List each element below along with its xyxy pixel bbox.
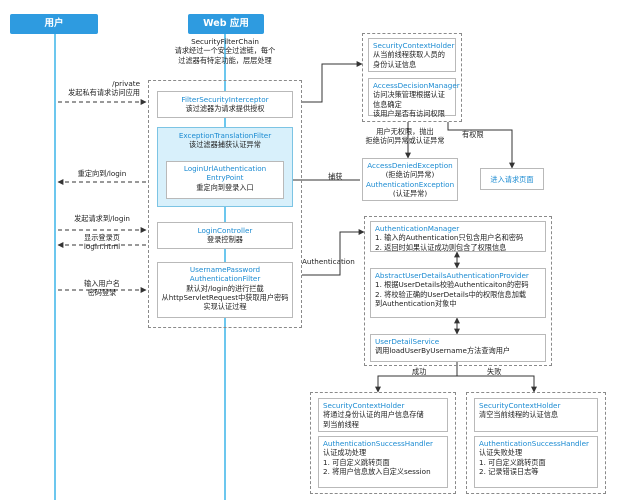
success-handler-line1: 1. 可自定义跳转页面 [323, 457, 390, 467]
authentication-manager: AuthenticationManager 1. 输入的Authenticati… [370, 221, 546, 252]
uds-desc: 调用loadUserByUsername方法查询用户 [375, 346, 511, 356]
label-authentication: Authentication [302, 257, 355, 266]
enter-page-text: 进入请求页面 [490, 175, 534, 184]
provider-title-part1: AbstractUserDetails [375, 271, 447, 280]
label-send-login: 发起请求到/login [74, 214, 130, 223]
failure-security-context-holder: SecurityContextHolder 清空当前线程的认证信息 [474, 398, 598, 432]
failure-sch-title: SecurityContextHolder [479, 401, 561, 410]
success-sch-desc-line1: 将通过身份认证的用户信息存储 [323, 410, 424, 420]
label-no-perm-line2: 拒绝访问异常或认证异常 [365, 136, 445, 146]
label-input-line2: 密码登录 [87, 288, 117, 298]
auth-manager-title: AuthenticationManager [375, 224, 460, 233]
access-check-group [362, 33, 462, 122]
chain-desc-line1: 请求经过一个安全过滤链，每个 [174, 46, 276, 56]
entry-title-line2: EntryPoint [206, 173, 244, 183]
upaf-desc-line1: 默认对/login的进行拦截 [186, 283, 264, 293]
label-private-desc: 发起私有请求访问应用 [68, 88, 140, 98]
failure-group [466, 392, 606, 494]
success-sch-desc-line2: 到当前线程 [323, 419, 359, 429]
provider-title-part2: AuthenticationProvider [446, 271, 529, 280]
success-handler-title: AuthenticationSuccessHandler [323, 439, 433, 448]
web-header: Web 应用 [188, 14, 264, 34]
entry-desc: 重定向到登录入口 [196, 182, 254, 192]
access-decision-manager: AccessDecisionManager 访问决策管理根据认证信息确定 该用户… [368, 78, 460, 119]
login-controller-title: LoginController [197, 226, 253, 235]
failure-handler-line2: 2. 记录错误日志等 [479, 467, 539, 477]
entry-title-line1: LoginUrlAuthentication [183, 164, 267, 173]
authentication-failure-handler: AuthenticationSuccessHandler 认证失败处理 1. 可… [474, 436, 598, 488]
arrow-success [375, 362, 458, 393]
upaf-desc-line3: 实现认证过程 [203, 302, 247, 312]
success-handler-desc: 认证成功处理 [323, 448, 367, 458]
auth-manager-line1: 1. 输入的Authentication只包含用户名和密码 [375, 233, 524, 243]
user-header: 用户 [10, 14, 98, 34]
label-input-line1: 输入用户名 [84, 279, 120, 288]
user-detail-service: UserDetailService 调用loadUserByUsername方法… [370, 334, 546, 362]
provider-line2: 2. 将校验正确的UserDetails中的权限信息加载 [375, 289, 527, 299]
label-success: 成功 [412, 367, 427, 376]
arrow-authentication [302, 229, 365, 276]
filter-security-interceptor: FilterSecurityInterceptor 该过滤器为请求提供授权 [157, 91, 293, 118]
arrow-fsi-to-context [302, 61, 363, 103]
arrow-has-permission [447, 122, 515, 169]
label-has-permission: 有权限 [462, 130, 484, 139]
label-show-login-line2: login.html [83, 242, 121, 252]
adm-title: AccessDecisionManager [373, 81, 460, 90]
login-controller-desc: 登录控制器 [207, 235, 243, 245]
chain-description: SecurityFilterChain 请求经过一个安全过滤链，每个 过滤器有特… [160, 37, 290, 65]
etf-title: ExceptionTranslationFilter [178, 131, 272, 140]
authentication-exception: AuthenticationException [366, 179, 455, 189]
success-security-context-holder: SecurityContextHolder 将通过身份认证的用户信息存储 到当前… [318, 398, 448, 432]
success-sch-title: SecurityContextHolder [323, 401, 405, 410]
security-context-holder-top: SecurityContextHolder 从当前线程获取人员的身份认证信息 [368, 38, 456, 72]
uds-title: UserDetailService [375, 337, 440, 346]
success-handler-line2: 2. 将用户信息放入自定义session [323, 467, 431, 477]
enter-request-page: 进入请求页面 [480, 168, 544, 190]
upaf-desc-line2: 从httpServletRequest中获取用户密码 [161, 293, 289, 303]
provider-title: AbstractUserDetailsAuthenticationProvide… [375, 271, 541, 280]
username-password-auth-filter: UsernamePassword AuthenticationFilter 默认… [157, 262, 293, 318]
access-denied-exception: AccessDeniedException [367, 161, 453, 170]
filter-chain-group [148, 80, 302, 328]
label-input-credentials: 输入用户名 密码登录 [62, 279, 142, 298]
failure-handler-title: AuthenticationSuccessHandler [479, 439, 589, 448]
failure-handler-desc: 认证失败处理 [479, 448, 523, 458]
upaf-title-line2: AuthenticationFilter [189, 274, 261, 284]
sch-top-title: SecurityContextHolder [373, 41, 455, 50]
chain-title: SecurityFilterChain [191, 37, 259, 46]
login-url-entry-point: LoginUrlAuthentication EntryPoint 重定向到登录… [166, 161, 284, 199]
label-fail: 失败 [487, 367, 502, 376]
label-show-login-line1: 显示登录页 [84, 233, 120, 242]
label-private-path: /private [112, 79, 140, 88]
authentication-provider: AbstractUserDetailsAuthenticationProvide… [370, 268, 546, 318]
chain-desc-line2: 过滤器有特定功能，层层处理 [178, 55, 272, 65]
fsi-title: FilterSecurityInterceptor [181, 95, 269, 104]
label-redirect-login: 重定向到/login [77, 169, 127, 178]
authentication-exception-desc: (认证异常) [392, 189, 428, 199]
adm-desc-line1: 访问决策管理根据认证信息确定 [373, 90, 445, 109]
sch-top-desc: 从当前线程获取人员的身份认证信息 [373, 50, 445, 69]
failure-handler-line1: 1. 可自定义跳转页面 [479, 457, 546, 467]
arrow-fail [457, 375, 537, 393]
label-show-login: 显示登录页 login.html [62, 233, 142, 252]
auth-manager-line2: 2. 返回时如果认证成功则包含了权限信息 [375, 242, 507, 252]
label-no-permission: 用户无权限，抛出 拒绝访问异常或认证异常 [355, 127, 455, 146]
upaf-title-line1: UsernamePassword [189, 265, 261, 274]
label-no-perm-line1: 用户无权限，抛出 [376, 127, 434, 136]
provider-line3: 到Authentication对象中 [375, 299, 457, 309]
access-denied-desc: (拒绝访问异常) [385, 170, 435, 180]
label-private-request: /private 发起私有请求访问应用 [60, 79, 140, 98]
login-controller: LoginController 登录控制器 [157, 222, 293, 249]
provider-line1: 1. 根据UserDetails校验Authenticaiton的密码 [375, 280, 529, 290]
authentication-success-handler: AuthenticationSuccessHandler 认证成功处理 1. 可… [318, 436, 448, 488]
authentication-group [364, 216, 552, 366]
fsi-desc: 该过滤器为请求提供授权 [185, 104, 265, 114]
success-group [310, 392, 456, 494]
adm-desc-line2: 该用户是否有访问权限 [373, 109, 445, 119]
etf-desc: 该过滤器捕获认证异常 [189, 140, 261, 150]
exceptions-box: AccessDeniedException (拒绝访问异常) Authentic… [362, 158, 458, 201]
label-capture: 捕获 [328, 172, 343, 181]
failure-sch-desc: 清空当前线程的认证信息 [479, 410, 559, 420]
